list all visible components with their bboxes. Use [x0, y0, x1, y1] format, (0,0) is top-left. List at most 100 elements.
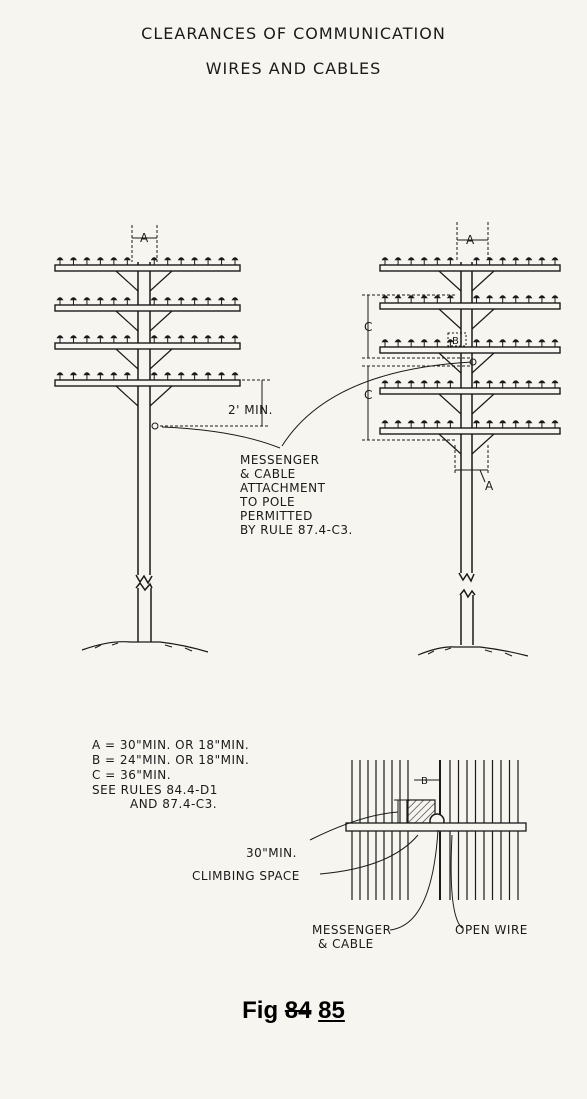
insulator-pin	[177, 372, 185, 380]
insulator-pin	[204, 372, 212, 380]
insulator-pin	[512, 420, 520, 428]
insulator-pin	[499, 257, 507, 265]
right-dim-b-label: B	[452, 336, 459, 347]
right-crossarm-3	[379, 380, 561, 415]
right-crossarm-1	[379, 295, 561, 330]
left-pole	[81, 262, 209, 653]
insulator-pin	[56, 335, 64, 343]
insulator-pin	[69, 257, 77, 265]
insulator-pin	[110, 372, 118, 380]
insulator-pin	[381, 420, 389, 428]
insulator-pin	[525, 257, 533, 265]
insulator-pin	[394, 257, 402, 265]
insulator-pin	[177, 257, 185, 265]
insulator-pin	[394, 380, 402, 388]
insulator-pin	[150, 335, 158, 343]
insulator-pin	[499, 380, 507, 388]
insulator-pin	[473, 257, 481, 265]
two-min-dimension	[151, 379, 270, 430]
insulator-pin	[177, 297, 185, 305]
two-min-label: 2' MIN.	[228, 403, 273, 417]
legend-line-a: A = 30"MIN. OR 18"MIN.	[92, 738, 249, 752]
insulator-pin	[218, 372, 226, 380]
insulator-pin	[499, 339, 507, 347]
insulator-pin	[499, 295, 507, 303]
insulator-pin	[433, 295, 441, 303]
detail-b-label: B	[421, 776, 428, 787]
insulator-pin	[394, 420, 402, 428]
insulator-pin	[473, 339, 481, 347]
insulator-pin	[83, 257, 91, 265]
messenger-leaders	[161, 358, 477, 449]
insulator-pin	[56, 372, 64, 380]
insulator-pin	[381, 295, 389, 303]
insulator-pin	[231, 297, 239, 305]
insulator-pin	[191, 372, 199, 380]
insulator-pin	[83, 335, 91, 343]
insulator-pin	[486, 295, 494, 303]
right-dim-a-bottom-label: A	[485, 479, 494, 493]
insulator-pin	[407, 339, 415, 347]
insulator-pin	[433, 420, 441, 428]
insulator-pin	[512, 339, 520, 347]
insulator-pin	[96, 372, 104, 380]
insulator-pin	[525, 420, 533, 428]
insulator-pin	[381, 380, 389, 388]
messenger-cable-label-line2: & CABLE	[318, 937, 374, 951]
insulator-pin	[420, 295, 428, 303]
insulator-pin	[123, 335, 131, 343]
insulator-pin	[110, 297, 118, 305]
left-crossarm-1	[54, 297, 241, 332]
insulator-pin	[551, 295, 559, 303]
right-crossarm-2	[379, 339, 561, 374]
insulator-pin	[191, 297, 199, 305]
c-dimensions	[362, 294, 472, 441]
insulator-pin	[473, 295, 481, 303]
insulator-pin	[69, 297, 77, 305]
c-label-lower: C	[364, 388, 373, 402]
messenger-note-line3: ATTACHMENT	[240, 481, 326, 495]
right-dim-a-top-label: A	[466, 233, 475, 247]
insulator-pin	[96, 257, 104, 265]
insulator-pin	[551, 339, 559, 347]
insulator-pin	[512, 295, 520, 303]
insulator-pin	[551, 420, 559, 428]
left-dim-a-label: A	[140, 231, 149, 245]
insulator-pin	[231, 257, 239, 265]
insulator-pin	[56, 297, 64, 305]
insulator-pin	[473, 420, 481, 428]
legend-see-rules: SEE RULES 84.4-D1	[92, 783, 218, 797]
insulator-pin	[110, 335, 118, 343]
insulator-pin	[177, 335, 185, 343]
left-crossarm-0	[54, 257, 241, 292]
insulator-pin	[525, 339, 533, 347]
messenger-note-line1: MESSENGER	[240, 453, 319, 467]
right-crossarms	[379, 257, 561, 455]
insulator-pin	[473, 380, 481, 388]
thirty-min-label: 30"MIN.	[246, 846, 297, 860]
insulator-pin	[407, 380, 415, 388]
insulator-pin	[551, 257, 559, 265]
insulator-pin	[486, 380, 494, 388]
insulator-pin	[525, 380, 533, 388]
insulator-pin	[538, 257, 546, 265]
messenger-note-line2: & CABLE	[240, 467, 296, 481]
insulator-pin	[551, 380, 559, 388]
insulator-pin	[191, 335, 199, 343]
figure-caption: Fig 84 85	[0, 997, 587, 1025]
insulator-pin	[218, 335, 226, 343]
insulator-pin	[218, 297, 226, 305]
diagram-title-line2: WIRES AND CABLES	[205, 59, 382, 78]
insulator-pin	[96, 297, 104, 305]
messenger-note: MESSENGER & CABLE ATTACHMENT TO POLE PER…	[239, 453, 352, 537]
insulator-pin	[394, 339, 402, 347]
insulator-pin	[407, 420, 415, 428]
insulator-pin	[446, 257, 454, 265]
right-crossarm-4	[379, 420, 561, 455]
messenger-cable-label-line1: MESSENGER	[312, 923, 391, 937]
insulator-pin	[231, 372, 239, 380]
insulator-pin	[512, 257, 520, 265]
figure-number-current: 85	[318, 997, 345, 1024]
insulator-pin	[123, 372, 131, 380]
